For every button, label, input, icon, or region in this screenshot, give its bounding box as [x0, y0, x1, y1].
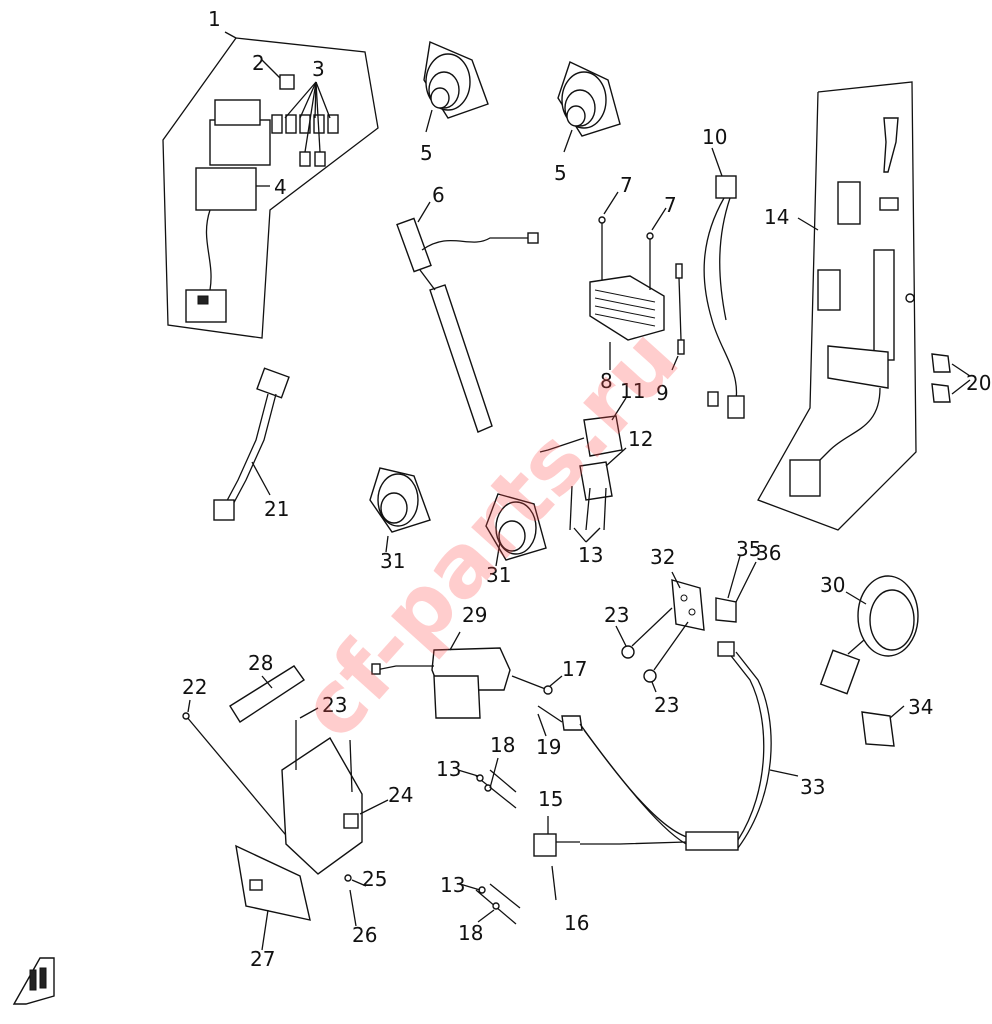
callout-6: 6 [432, 183, 445, 207]
callout-27: 27 [250, 947, 275, 971]
callout-34: 34 [908, 695, 933, 719]
speaker-top-right [557, 61, 621, 153]
callout-10: 10 [702, 125, 727, 149]
callout-23-top: 23 [604, 603, 629, 627]
callout-5-right: 5 [554, 161, 567, 185]
ignition-switch-assembly [757, 81, 917, 531]
callout-22: 22 [182, 675, 207, 699]
callout-18-bottom: 18 [458, 921, 483, 945]
speaker-31-right [485, 493, 547, 567]
callout-12: 12 [628, 427, 653, 451]
callout-23-bottom: 23 [654, 693, 679, 717]
callout-25: 25 [362, 867, 387, 891]
callout-1: 1 [208, 7, 221, 31]
callout-20: 20 [966, 371, 991, 395]
callout-31-right: 31 [486, 563, 511, 587]
callout-26: 26 [352, 923, 377, 947]
bolts-13-18-upper [457, 757, 517, 809]
antenna-harness [396, 201, 539, 433]
harness-10 [703, 147, 745, 419]
callout-16: 16 [564, 911, 589, 935]
amplifier-unit [589, 191, 667, 370]
fuse-box-assembly [162, 31, 379, 339]
callout-15: 15 [538, 787, 563, 811]
callout-32: 32 [650, 545, 675, 569]
callout-11: 11 [620, 379, 645, 403]
bolts-13-18-lower [459, 883, 521, 925]
callout-5-left: 5 [420, 141, 433, 165]
bracket-32 [615, 555, 757, 693]
speaker-30 [819, 575, 919, 695]
nuts-20 [931, 353, 971, 403]
callout-7-right: 7 [664, 193, 677, 217]
callout-33: 33 [800, 775, 825, 799]
callout-21: 21 [264, 497, 289, 521]
callout-18-top: 18 [490, 733, 515, 757]
callout-labels: 1 2 3 4 5 5 6 7 7 8 9 10 11 12 13 13 13 … [182, 7, 991, 971]
actuator-and-cable [371, 631, 799, 901]
callout-14: 14 [764, 205, 789, 229]
callout-2: 2 [252, 51, 265, 75]
direction-icon [12, 957, 55, 1005]
horn-assembly [539, 397, 627, 543]
callout-8: 8 [600, 369, 613, 393]
callout-35: 35 [736, 537, 761, 561]
callout-29: 29 [462, 603, 487, 627]
harness-21 [213, 367, 290, 521]
callout-28: 28 [248, 651, 273, 675]
callout-4: 4 [274, 175, 287, 199]
speaker-top-left [423, 41, 489, 133]
callout-13-mid: 13 [436, 757, 461, 781]
callout-13-top: 13 [578, 543, 603, 567]
callout-17: 17 [562, 657, 587, 681]
callout-23-left: 23 [322, 693, 347, 717]
callout-9: 9 [656, 381, 669, 405]
callout-13-bottom: 13 [440, 873, 465, 897]
mount-bracket-assembly [182, 665, 389, 951]
callout-36: 36 [756, 541, 781, 565]
callout-31-left: 31 [380, 549, 405, 573]
harness-9 [671, 263, 685, 371]
plug-34 [861, 705, 905, 747]
callout-7-left: 7 [620, 173, 633, 197]
watermark-text: cf-parts.ru [280, 310, 698, 758]
callout-30: 30 [820, 573, 845, 597]
speaker-31-left [369, 467, 431, 553]
callout-24: 24 [388, 783, 413, 807]
callout-3: 3 [312, 57, 325, 81]
callout-19: 19 [536, 735, 561, 759]
